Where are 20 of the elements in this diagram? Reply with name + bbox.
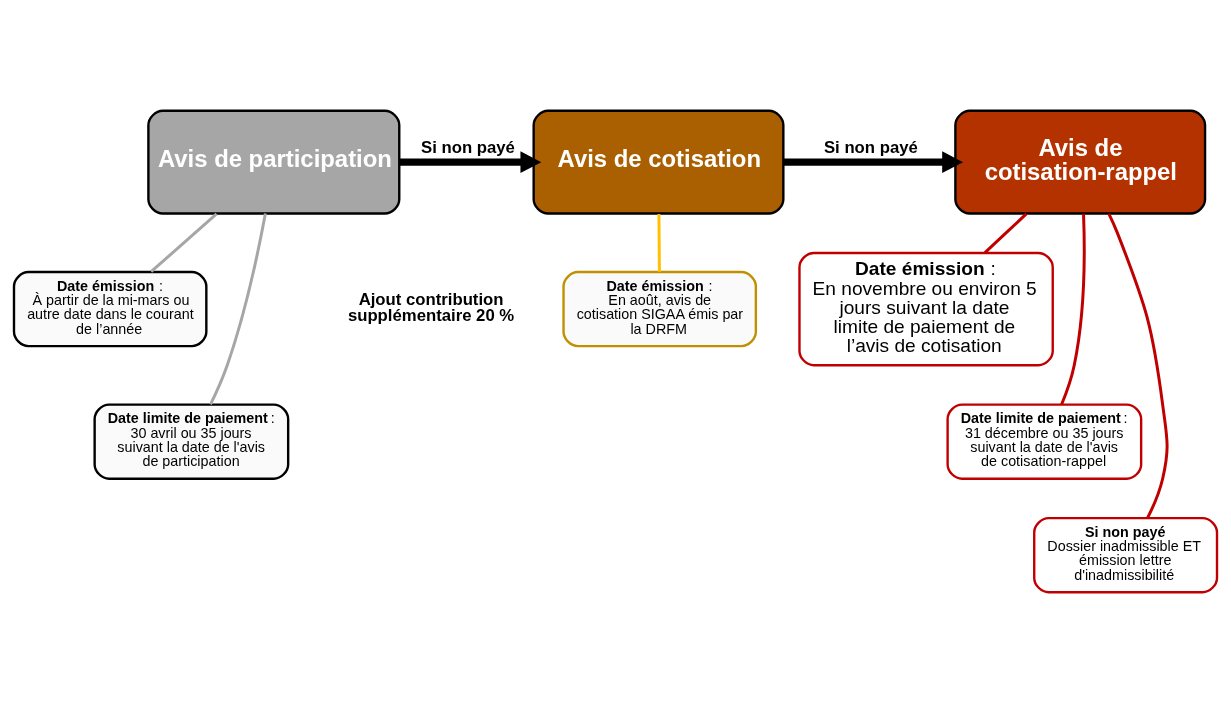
arrow <box>399 150 542 173</box>
connector <box>983 212 1028 254</box>
connector <box>1107 212 1169 519</box>
node-box: Avis de cotisation-rappel <box>954 109 1207 215</box>
connector <box>1060 213 1086 405</box>
node-box: Date émission : À partir de la mi-mars ou autre date dans le courant de l’année <box>12 270 208 347</box>
label: Ajout contribution supplémentaire 20 % <box>347 289 515 325</box>
node-box: Si non payé Dossier inadmissible ET émission lettre d'inadmissibilité <box>1033 516 1219 593</box>
node-box: Avis de participation <box>147 109 401 215</box>
node-box: Date émission : En août, avis de cotisation SIGAA émis par la DRFM <box>562 270 758 347</box>
edge-label: Si non payé <box>823 137 918 157</box>
connector <box>209 212 267 405</box>
node-box: Date limite de paiement : 30 avril ou 35 jours suivant la date de l'avis de participation <box>93 402 290 480</box>
connector <box>150 212 218 273</box>
node-box: Date limite de paiement : 31 décembre ou 35 jours suivant la date de l'avis de cotisation-rappel <box>946 402 1143 480</box>
edge-label: Si non payé <box>421 137 515 157</box>
node-box: Date émission : En novembre ou environ 5 jours suivant la date limite de paiement de l’avis de cotisation <box>798 251 1054 366</box>
connector <box>657 213 661 272</box>
node-box: Avis de cotisation <box>532 109 785 215</box>
arrow <box>783 150 964 173</box>
